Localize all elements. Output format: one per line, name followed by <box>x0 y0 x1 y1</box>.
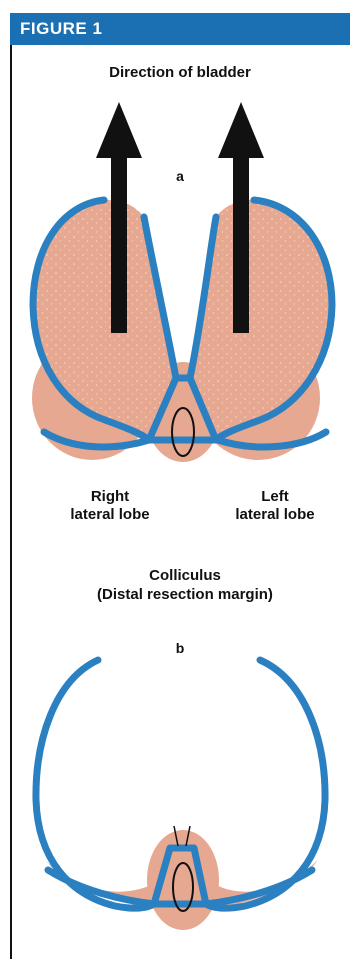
panel-b-label: b <box>168 640 192 656</box>
direction-of-bladder-label: Direction of bladder <box>80 64 280 81</box>
panel-a-label: a <box>168 168 192 184</box>
left-lobe-label-line1: Left <box>220 488 330 506</box>
colliculus-label-line2: (Distal resection margin) <box>70 585 300 604</box>
left-lateral-lobe-label: Left lateral lobe <box>220 488 330 524</box>
colliculus-label: Colliculus (Distal resection margin) <box>70 566 300 604</box>
colliculus-label-line1: Colliculus <box>70 566 300 585</box>
right-lobe-label-line2: lateral lobe <box>60 506 160 524</box>
right-lateral-lobe-label: Right lateral lobe <box>60 488 160 524</box>
right-lobe-label-line1: Right <box>60 488 160 506</box>
panel-b-group <box>36 660 325 930</box>
left-lobe-label-line2: lateral lobe <box>220 506 330 524</box>
panel-a-group <box>32 102 332 462</box>
